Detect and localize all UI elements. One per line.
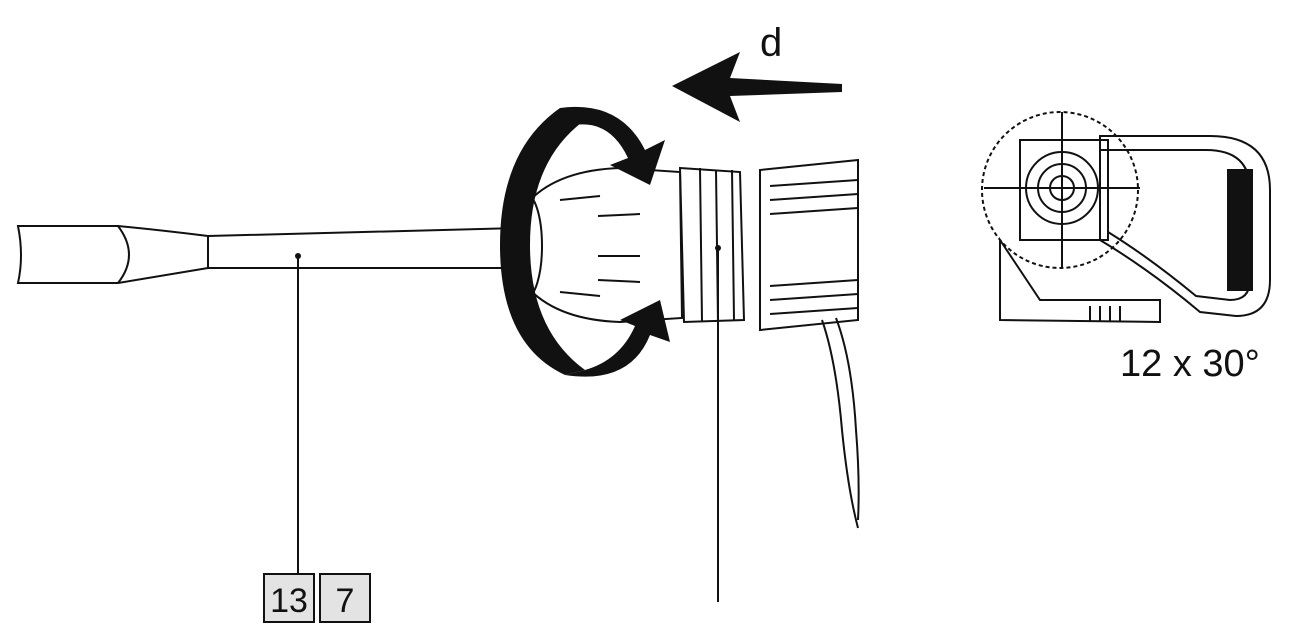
leader-lines: [297, 248, 719, 602]
direction-label: d: [760, 21, 782, 65]
rear-view-inset: [981, 111, 1271, 324]
callout-box-13: 13: [270, 582, 308, 620]
callout-boxes: [263, 573, 371, 623]
direction-arrow-icon: [672, 52, 842, 122]
drill-body: [509, 158, 860, 529]
leader-dot: [715, 245, 721, 251]
rotation-arrow-icon: [500, 106, 670, 377]
leader-dot: [295, 253, 301, 259]
rotation-positions-label: 12 x 30°: [1120, 343, 1260, 385]
callout-box-7: 7: [336, 582, 355, 620]
chisel-bit: [16, 225, 521, 284]
